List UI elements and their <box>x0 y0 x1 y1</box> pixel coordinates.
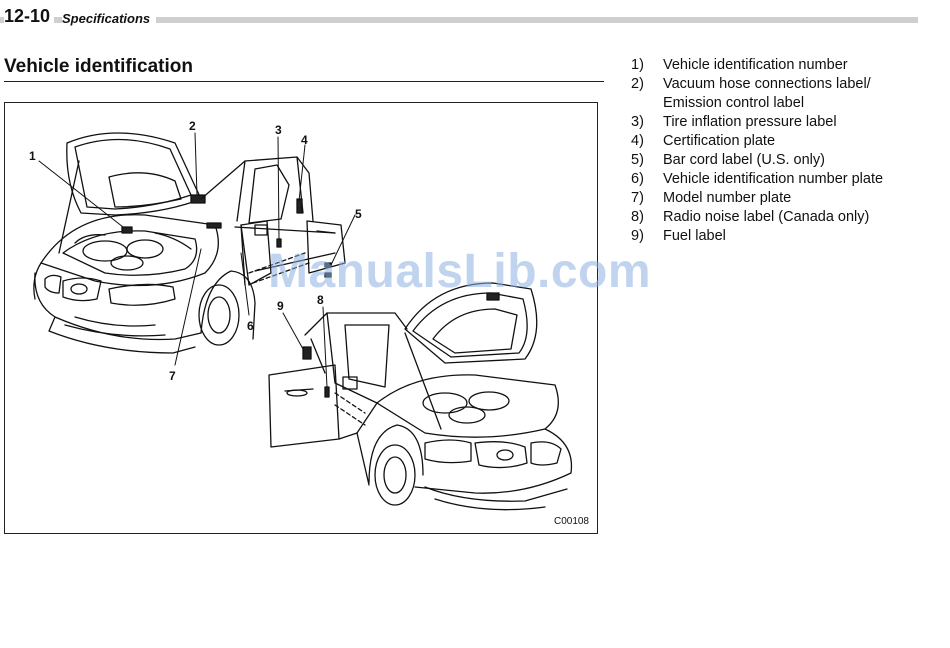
page-header: 12-10 Specifications <box>0 0 950 28</box>
callout-4: 4 <box>301 133 308 147</box>
legend-item-text: Tire inflation pressure label <box>663 114 837 130</box>
vehicle-identification-figure: 1 2 3 4 5 6 7 8 9 C00108 <box>4 102 598 534</box>
legend-item: 7) Model number plate <box>631 189 931 208</box>
legend-item-number: 4) <box>631 133 644 149</box>
legend-item: 3) Tire inflation pressure label <box>631 113 931 132</box>
legend-item-number: 2) <box>631 76 644 92</box>
callout-3: 3 <box>275 123 282 137</box>
legend-item: 9) Fuel label <box>631 227 931 246</box>
legend-item-text: Vehicle identification number <box>663 57 848 73</box>
legend-item: 6) Vehicle identification number plate <box>631 170 931 189</box>
legend-item-number: 1) <box>631 57 644 73</box>
header-rule <box>0 17 918 23</box>
legend-item-number: 5) <box>631 152 644 168</box>
callout-leaders <box>38 132 356 388</box>
car-illustration <box>33 132 573 511</box>
callout-1: 1 <box>29 149 36 163</box>
legend-item: 2) Vacuum hose connections label/ Emissio… <box>631 75 931 113</box>
chapter-title: Specifications <box>62 11 157 27</box>
car-front-left <box>33 132 346 354</box>
section-title: Vehicle identification <box>4 56 193 77</box>
legend-item-text: Bar cord label (U.S. only) <box>663 152 825 168</box>
legend-item: 5) Bar cord label (U.S. only) <box>631 151 931 170</box>
legend-list: 1) Vehicle identification number 2) Vacuum… <box>631 56 931 246</box>
legend-item-number: 6) <box>631 171 644 187</box>
callout-6: 6 <box>247 319 254 333</box>
legend-item-number: 9) <box>631 228 644 244</box>
title-rule <box>4 81 604 82</box>
legend-item: 8) Radio noise label (Canada only) <box>631 208 931 227</box>
legend-item-number: 7) <box>631 190 644 206</box>
legend-item-number: 8) <box>631 209 644 225</box>
callout-7: 7 <box>169 369 176 383</box>
legend-item: 1) Vehicle identification number <box>631 56 931 75</box>
legend-item-text: Radio noise label (Canada only) <box>663 209 870 225</box>
page-number: 12-10 <box>4 6 55 26</box>
callout-9: 9 <box>277 299 284 313</box>
legend-item-text: Vacuum hose connections label/ Emission … <box>663 76 871 111</box>
callout-8: 8 <box>317 293 324 307</box>
figure-code: C00108 <box>553 516 589 527</box>
legend-item-text: Model number plate <box>663 190 792 206</box>
car-front-right <box>268 282 573 511</box>
callout-5: 5 <box>355 207 362 221</box>
legend-item: 4) Certification plate <box>631 132 931 151</box>
legend-item-number: 3) <box>631 114 644 130</box>
legend-item-text: Vehicle identification number plate <box>663 171 884 187</box>
legend-item-text: Certification plate <box>663 133 776 149</box>
callout-2: 2 <box>189 119 196 133</box>
legend-item-text: Fuel label <box>663 228 726 244</box>
